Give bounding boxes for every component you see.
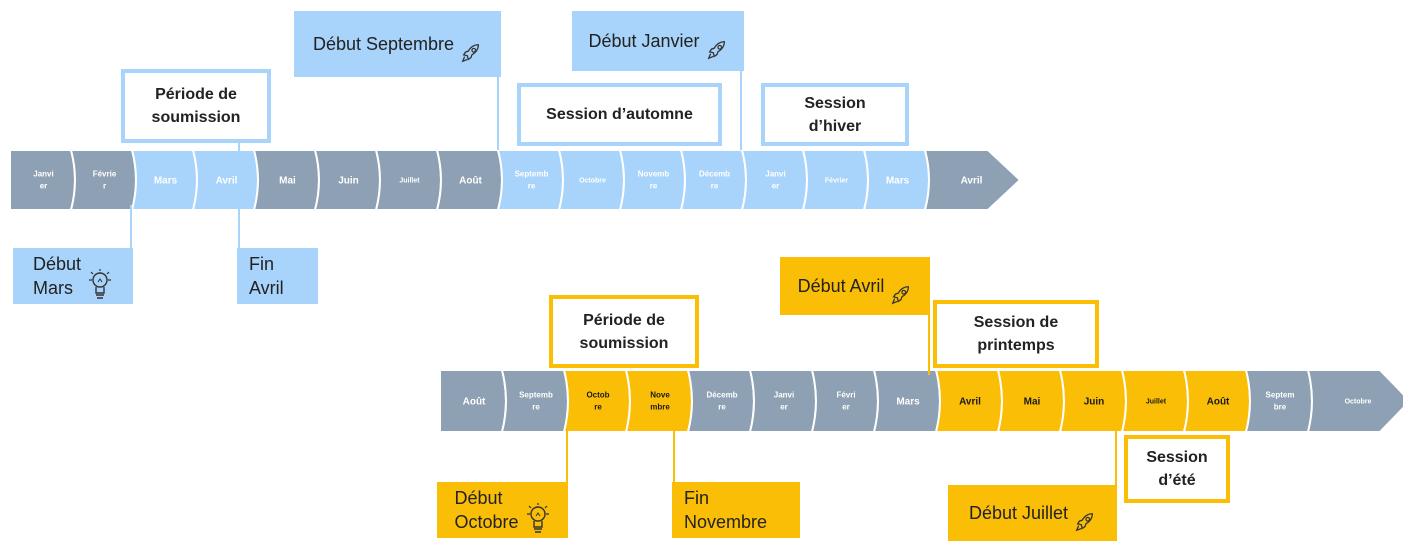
bottom-segment-5 [686, 369, 755, 433]
top-segment-label-15: Mars [886, 175, 910, 186]
debut-mars-box: Début Mars [13, 248, 133, 304]
fin-avril-box: Fin Avril [237, 248, 318, 304]
top-segment-label-7: Juillet [399, 177, 420, 184]
session-automne-label: Session d’automne [546, 106, 693, 123]
top-segment-label-8: Août [459, 175, 482, 186]
rocket-icon [890, 260, 912, 312]
lightbulb-icon [525, 478, 551, 542]
top-segment-label-4: Avril [216, 175, 238, 186]
bottom-segment-6 [748, 369, 817, 433]
fin-novembre-box: Fin Novembre [672, 482, 800, 538]
debut-avril-box: Début Avril [780, 257, 930, 315]
session-automne-box: Session d’automne [517, 83, 722, 146]
top-segment-label-3: Mars [154, 175, 178, 186]
debut-avril-label: Début Avril [797, 276, 885, 296]
periode-soumission-box-top: Période de soumission [121, 69, 271, 143]
connector-debut-juillet [1115, 430, 1117, 485]
bottom-segment-label-11: Juin [1084, 396, 1105, 407]
session-hiver-box: Session d’hiver [761, 83, 909, 146]
bottom-segment-label-13: Août [1207, 396, 1230, 407]
connector-debut-janvier [740, 70, 742, 150]
periode-soumission-box-bottom: Période de soumission [549, 295, 699, 368]
debut-juillet-box: Début Juillet [948, 485, 1117, 541]
top-segment-9 [496, 149, 564, 211]
bottom-segment-14 [1244, 369, 1313, 433]
top-segment-16 [923, 149, 1022, 211]
connector-debut-septembre [497, 55, 499, 150]
fin-avril-label: Fin Avril [249, 254, 284, 298]
bottom-segment-7 [810, 369, 879, 433]
top-segment-13 [740, 149, 808, 211]
rocket-icon [1074, 487, 1096, 539]
connector-fin-novembre [673, 430, 675, 482]
connector-debut-mars-v [130, 205, 132, 250]
rocket-icon [460, 18, 482, 70]
connector-debut-avril [928, 315, 930, 375]
bottom-segment-label-12: Juillet [1146, 398, 1167, 405]
session-printemps-box: Session de printemps [933, 300, 1099, 368]
top-segment-label-10: Octobre [579, 177, 606, 184]
rocket-icon [706, 15, 728, 67]
bottom-segment-label-10: Mai [1024, 396, 1041, 407]
debut-septembre-label: Début Septembre [312, 34, 455, 54]
bottom-segment-label-15: Octobre [1345, 398, 1372, 405]
lightbulb-icon [87, 244, 113, 308]
top-segment-label-16: Avril [961, 175, 983, 186]
bottom-segment-label-1: Août [463, 396, 486, 407]
bottom-segment-15 [1306, 369, 1403, 433]
top-segment-12 [679, 149, 747, 211]
periode-soumission-label: Période de soumission [151, 86, 241, 126]
top-segment-2 [69, 149, 137, 211]
debut-mars-label: Début Mars [32, 254, 82, 298]
connector-periode-v [238, 143, 240, 153]
bottom-segment-2 [500, 369, 569, 433]
bottom-segment-label-8: Mars [896, 396, 920, 407]
debut-octobre-box: Début Octobre [437, 482, 568, 538]
session-hiver-label: Session d’hiver [804, 94, 866, 135]
connector-fin-avril-v [238, 205, 240, 250]
session-printemps-label: Session de printemps [973, 314, 1059, 354]
session-ete-box: Session d’été [1124, 435, 1230, 503]
periode-soumission-label-bottom: Période de soumission [579, 311, 669, 352]
top-segment-label-5: Mai [279, 175, 296, 186]
debut-janvier-box: Début Janvier [572, 11, 744, 71]
fin-novembre-label: Fin Novembre [684, 488, 768, 532]
bottom-segment-label-9: Avril [959, 396, 981, 407]
top-segment-label-6: Juin [338, 175, 359, 186]
debut-octobre-label: Début Octobre [454, 488, 519, 532]
debut-juillet-label: Début Juillet [968, 503, 1069, 523]
bottom-segment-3 [562, 369, 631, 433]
connector-debut-octobre [566, 430, 568, 482]
bottom-segment-4 [624, 369, 693, 433]
top-segment-label-14: Février [825, 177, 849, 184]
top-segment-1 [9, 149, 76, 211]
top-segment-11 [618, 149, 686, 211]
debut-septembre-box: Début Septembre [294, 11, 501, 77]
session-ete-label: Session d’été [1146, 449, 1208, 489]
debut-janvier-label: Début Janvier [588, 31, 700, 51]
